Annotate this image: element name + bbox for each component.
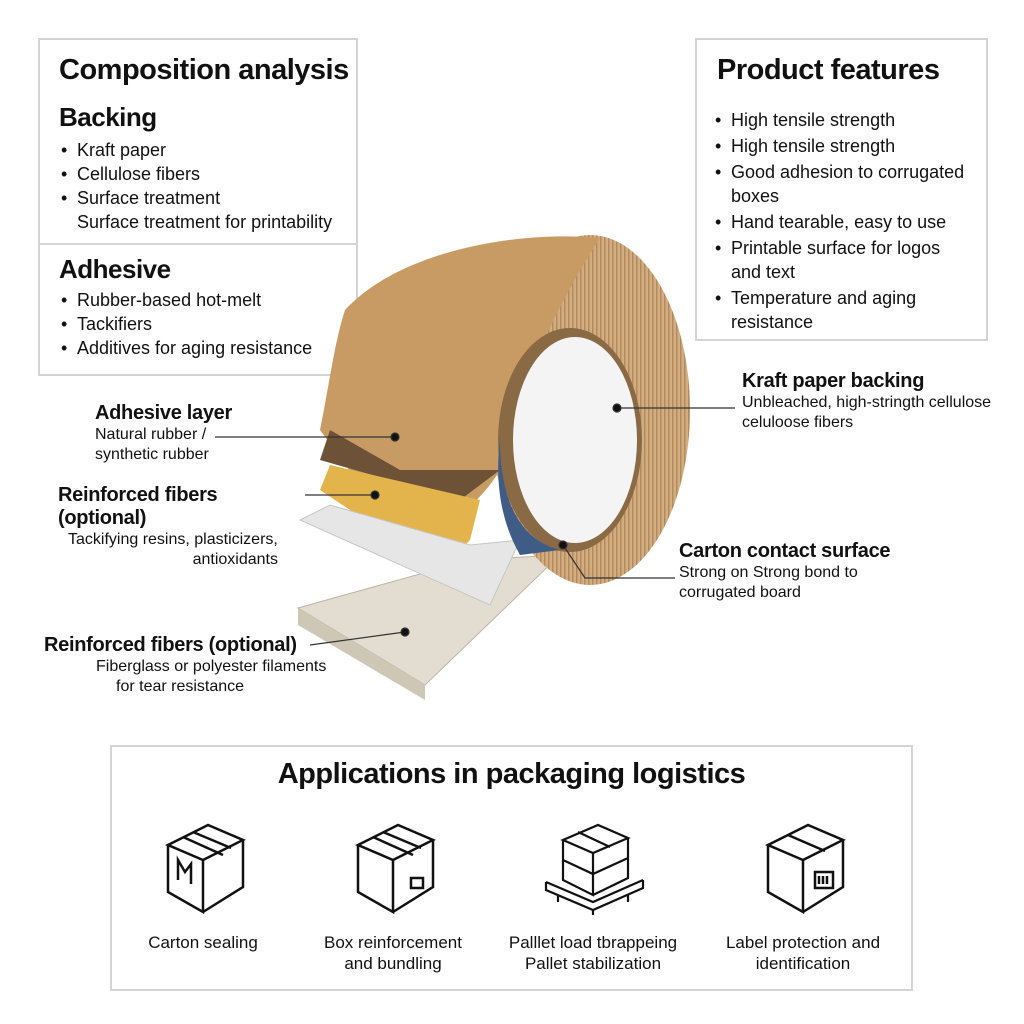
adhesive-title: Adhesive (59, 254, 171, 284)
adhesive-layer (320, 430, 500, 500)
callout-reinforced-fibers-2: Reinforced fibers (optional) Fiberglass … (44, 634, 327, 695)
list-item: High tensile strength (713, 134, 975, 158)
divider (40, 243, 356, 245)
backing-list: Kraft paper Cellulose fibers Surface tre… (59, 138, 332, 234)
pallet-icon (544, 823, 645, 915)
callout-adhesive-layer: Adhesive layer Natural rubber / syntheti… (95, 402, 232, 463)
features-panel: Product features High tensile strength H… (695, 38, 988, 341)
kraft-face (320, 236, 600, 540)
features-list: High tensile strength High tensile stren… (713, 108, 975, 334)
list-item: Cellulose fibers (59, 162, 332, 186)
callout-kraft-backing: Kraft paper backing Unbleached, high-str… (742, 370, 992, 431)
app-carton-sealing: Carton sealing (103, 820, 303, 953)
composition-panel: Composition analysis Backing Kraft paper… (38, 38, 358, 376)
list-item: Additives for aging resistance (59, 336, 312, 360)
tape-roll-illustration (215, 235, 735, 700)
list-item: Hand tearable, easy to use (713, 210, 975, 234)
barcode-box-icon (765, 823, 846, 915)
callout-carton-contact: Carton contact surface Strong on Strong … (679, 540, 891, 601)
list-item: Printable surface for logos and text (713, 236, 975, 284)
applications-title: Applications in packaging logistics (277, 758, 746, 790)
fiber-layer (298, 504, 521, 606)
list-item: Good adhesion to corrugated boxes (713, 160, 975, 208)
callout-reinforced-fibers-1: Reinforced fibers (optional) Tackifying … (58, 484, 278, 568)
sealed-box-icon (165, 823, 246, 915)
list-item: High tensile strength (713, 108, 975, 132)
composition-title: Composition analysis (59, 54, 349, 86)
labeled-box-icon (355, 823, 436, 915)
list-item: Temperature and aging resistance (713, 286, 975, 334)
adhesive-list: Rubber-based hot-melt Tackifiers Additiv… (59, 288, 312, 360)
list-item: Kraft paper (59, 138, 332, 162)
features-title: Product features (717, 54, 940, 86)
list-item: Rubber-based hot-melt (59, 288, 312, 312)
backing-title: Backing (59, 102, 157, 132)
list-item: Tackifiers (59, 312, 312, 336)
